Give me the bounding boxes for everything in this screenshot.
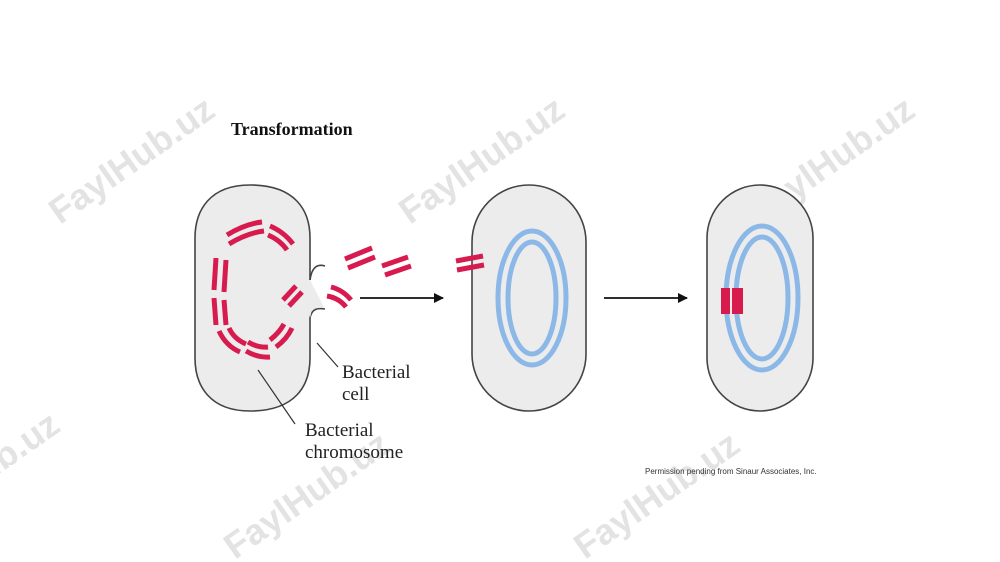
- recipient-bacterial-cell: [455, 184, 587, 412]
- dna-fragment: [216, 329, 242, 355]
- chromosome-label: Bacterial chromosome: [305, 420, 403, 463]
- donor-cell-wall-flap: [309, 264, 326, 281]
- cell-label: Bacterial cell: [342, 362, 411, 405]
- cell-label-line-2: cell: [342, 384, 369, 405]
- dna-fragment: [266, 232, 290, 252]
- dna-fragment: [344, 245, 373, 262]
- chromosome-fragments: [211, 219, 412, 360]
- watermark-text: FaylHub.uz: [566, 423, 747, 562]
- cell-label-line-1: Bacterial: [342, 362, 411, 383]
- dna-fragment: [330, 284, 353, 302]
- diagram-title: Transformation: [231, 119, 353, 139]
- chromosome-label-line-2: chromosome: [305, 442, 403, 463]
- dna-fragment: [274, 326, 295, 350]
- chromosome-label-leader: [257, 369, 296, 425]
- watermark-text: FaylHub.uz: [0, 403, 67, 547]
- dna-fragment: [221, 259, 229, 293]
- donor-cell-opening: [310, 280, 313, 318]
- dna-fragment: [246, 339, 269, 350]
- chromosome-label-line-1: Bacterial: [305, 420, 374, 441]
- dna-fragment-entering: [455, 253, 484, 264]
- dna-fragment: [384, 263, 412, 278]
- permission-credit: Permission pending from Sinaur Associate…: [645, 467, 817, 476]
- recipient-cell-wall: [471, 184, 587, 412]
- dna-fragment: [211, 297, 219, 326]
- cell-label-leader: [316, 342, 339, 368]
- recipient-chromosome-inner: [505, 239, 559, 357]
- dna-fragment: [281, 284, 298, 302]
- transformed-bacterial-cell: [706, 184, 814, 412]
- dna-fragment: [268, 223, 295, 246]
- dna-fragment: [225, 219, 263, 238]
- dna-fragment: [227, 228, 265, 247]
- watermark-text: FaylHub.uz: [41, 88, 222, 232]
- dna-fragment: [326, 293, 348, 309]
- donor-bacterial-cell: [194, 184, 412, 425]
- dna-fragment: [226, 326, 248, 347]
- dna-fragment: [244, 348, 271, 360]
- dna-fragment: [268, 322, 287, 342]
- dna-fragment: [347, 254, 376, 271]
- dna-fragment-entering: [456, 262, 485, 273]
- dna-fragment: [381, 254, 409, 269]
- dna-fragment: [287, 290, 304, 308]
- dna-fragment: [221, 299, 229, 326]
- recipient-chromosome-outer: [495, 228, 569, 368]
- dna-fragment: [211, 257, 219, 291]
